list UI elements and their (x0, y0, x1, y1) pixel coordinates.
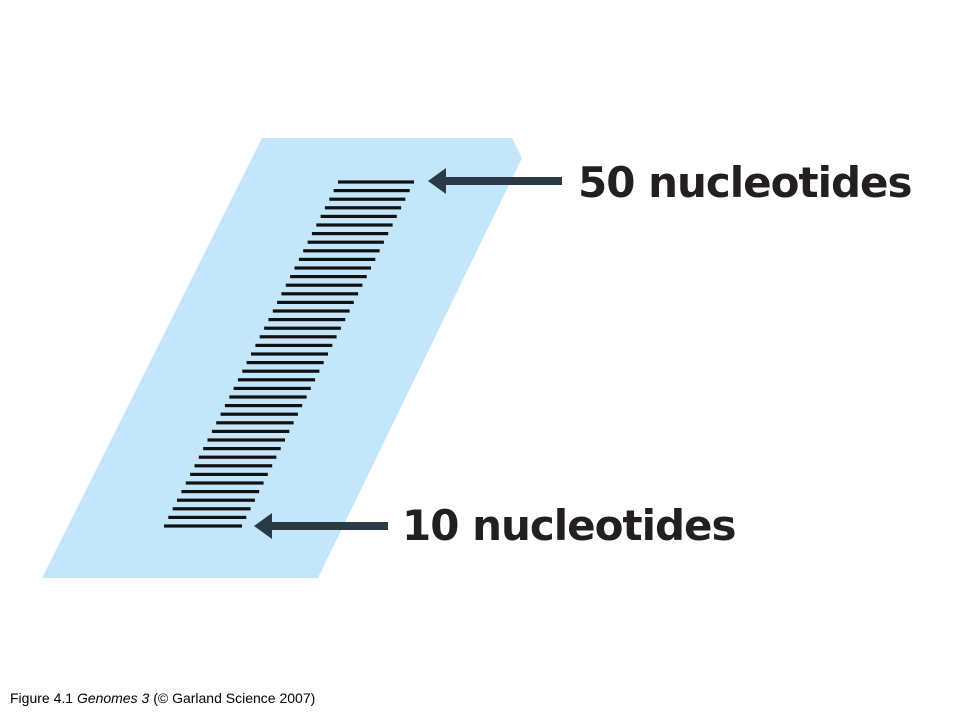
gel-slab (42, 138, 522, 578)
gel-band (246, 361, 324, 365)
gel-band (190, 472, 268, 476)
arrow-bottom (254, 513, 388, 539)
arrow-bottom-shaft (272, 522, 388, 530)
arrow-top-head (428, 168, 446, 194)
gel-band (211, 429, 290, 433)
gel-band (333, 189, 410, 193)
arrow-top (428, 168, 562, 194)
gel-band (251, 352, 328, 356)
gel-band (307, 240, 384, 244)
caption-suffix: (© Garland Science 2007) (149, 690, 316, 706)
gel-band (281, 292, 359, 296)
label-10-nucleotides: 10 nucleotides (402, 501, 737, 550)
gel-band (203, 447, 281, 451)
gel-band (242, 369, 320, 373)
gel-band (264, 326, 341, 330)
gel-band (216, 421, 294, 425)
gel-band (164, 524, 242, 528)
gel-band (285, 283, 363, 287)
band-ladder (164, 180, 414, 528)
gel-band (233, 386, 311, 390)
gel-band (324, 206, 402, 210)
gel-band (268, 318, 346, 322)
gel-band (177, 498, 255, 502)
gel-band (259, 335, 337, 339)
gel-band (316, 223, 393, 227)
gel-band (320, 214, 397, 218)
caption-prefix: Figure 4.1 (10, 690, 77, 706)
gel-band (290, 275, 367, 279)
arrow-bottom-head (254, 513, 272, 539)
label-50-nucleotides: 50 nucleotides (578, 158, 913, 207)
gel-band (181, 490, 260, 494)
gel-band (338, 180, 414, 184)
gel-band (207, 438, 285, 442)
gel-band (220, 412, 298, 416)
gel-band (277, 300, 354, 304)
gel-band (294, 266, 371, 270)
gel-band (185, 481, 264, 485)
gel-band (237, 378, 316, 382)
gel-band (329, 197, 406, 201)
arrow-top-shaft (446, 177, 562, 185)
gel-band (303, 249, 380, 253)
gel-band (229, 395, 307, 399)
gel-band (224, 404, 303, 408)
gel-band (272, 309, 350, 313)
gel-band (198, 455, 277, 459)
gel-band (255, 343, 333, 347)
gel-band (298, 257, 376, 261)
gel-band (172, 507, 251, 511)
gel-band (311, 232, 389, 236)
gel-band (194, 464, 273, 468)
gel-band (168, 515, 247, 519)
caption-book-title: Genomes 3 (76, 690, 150, 706)
figure-caption: Figure 4.1 Genomes 3 (© Garland Science … (10, 690, 315, 706)
